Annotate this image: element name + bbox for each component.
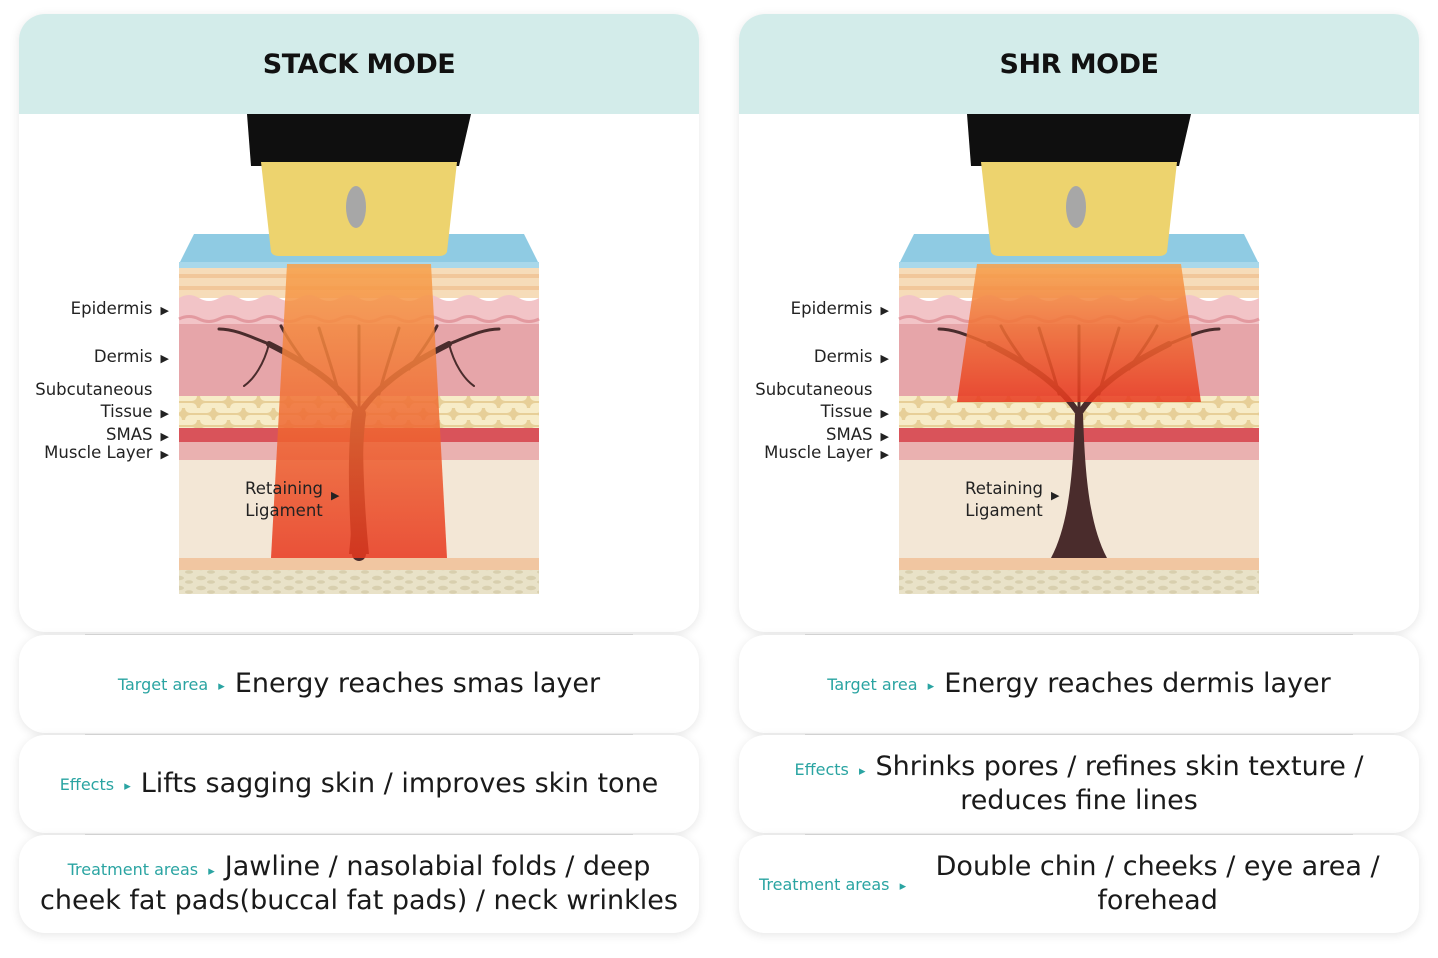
label-muscle: Muscle Layer▶	[44, 443, 169, 462]
ligament-line-1: Retaining	[245, 479, 324, 498]
panel-title: SHR MODE	[739, 14, 1419, 114]
stack-mode-panel: STACK MODE	[19, 0, 699, 958]
effects-value-line1: Shrinks pores / refines skin texture /	[875, 751, 1364, 782]
ligament-line-2: Ligament	[965, 501, 1043, 520]
label-subcutaneous-1: Subcutaneous▶	[755, 380, 873, 399]
shr-mode-diagram-card: SHR MODE	[739, 14, 1419, 632]
treatment-areas-value-line1: Jawline / nasolabial folds / deep	[224, 851, 651, 882]
label-subcutaneous-2: Tissue▶	[820, 402, 889, 421]
label-dermis: Dermis▶	[93, 347, 169, 366]
treatment-areas-label: Treatment areas	[68, 860, 215, 879]
label-dermis: Dermis▶	[813, 347, 889, 366]
label-retaining-ligament: Retaining Ligament	[965, 478, 1043, 522]
target-area-value: Energy reaches dermis layer	[944, 668, 1331, 699]
label-smas: SMAS▶	[826, 425, 889, 444]
skin-diagram: Epidermis▶ Dermis▶ Subcutaneous▶ Tissue▶…	[739, 114, 1419, 632]
label-epidermis: Epidermis▶	[70, 299, 169, 318]
target-area-value: Energy reaches smas layer	[234, 668, 601, 699]
skin-diagram: Epidermis▶ Dermis▶ Subcutaneous▶ Tissue▶…	[19, 114, 699, 632]
shr-mode-panel: SHR MODE	[739, 0, 1419, 958]
ligament-line-2: Ligament	[245, 501, 323, 520]
label-subcutaneous-2: Tissue▶	[100, 402, 169, 421]
effects-label: Effects	[60, 775, 131, 794]
label-smas: SMAS▶	[106, 425, 169, 444]
target-area-row: Target area Energy reaches smas layer	[19, 635, 699, 733]
treatment-areas-row: Treatment areas Jawline / nasolabial fold…	[19, 835, 699, 933]
label-muscle: Muscle Layer▶	[764, 443, 889, 462]
stack-mode-diagram-card: STACK MODE	[19, 14, 699, 632]
treatment-areas-value: Double chin / cheeks / eye area / forehe…	[935, 851, 1380, 916]
treatment-areas-row: Treatment areas Double chin / cheeks / e…	[739, 835, 1419, 933]
label-epidermis: Epidermis▶	[790, 299, 889, 318]
label-retaining-ligament: Retaining Ligament	[245, 478, 323, 522]
label-subcutaneous-1: Subcutaneous▶	[35, 380, 153, 399]
target-area-label: Target area	[118, 675, 225, 694]
effects-value-line2: reduces fine lines	[960, 785, 1198, 816]
effects-label: Effects	[794, 760, 865, 779]
effects-row: Effects Lifts sagging skin / improves sk…	[19, 735, 699, 833]
skin-layers-illustration	[898, 114, 1260, 594]
ligament-line-1: Retaining	[965, 479, 1044, 498]
effects-row: Effects Shrinks pores / refines skin text…	[739, 735, 1419, 833]
target-area-label: Target area	[827, 675, 934, 694]
panel-title: STACK MODE	[19, 14, 699, 114]
effects-value: Lifts sagging skin / improves skin tone	[140, 768, 659, 799]
target-area-row: Target area Energy reaches dermis layer	[739, 635, 1419, 733]
treatment-areas-label: Treatment areas	[759, 875, 906, 894]
treatment-areas-value-line2: cheek fat pads(buccal fat pads) / neck w…	[40, 885, 678, 916]
skin-layers-illustration	[178, 114, 540, 594]
